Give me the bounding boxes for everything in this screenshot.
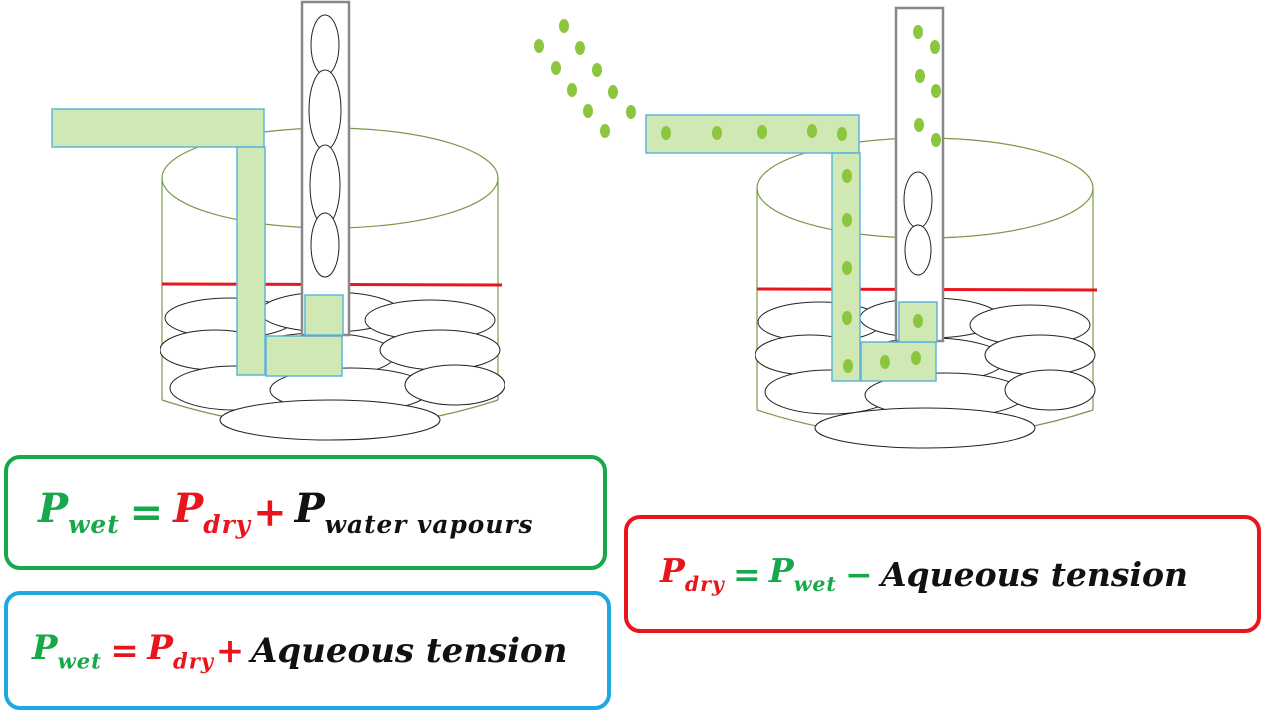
equation-box-aqueous-tension-difference: Pdry = Pwet − Aqueous tension (624, 515, 1261, 633)
plus-sign: + (215, 630, 245, 671)
equals-sign: = (129, 489, 164, 536)
right-delivery-tube (645, 114, 937, 382)
equals-sign: = (733, 554, 761, 594)
water-vapour-dots (534, 19, 941, 373)
plus-sign: + (253, 489, 287, 536)
aqueous-tension-term: Aqueous tension (880, 554, 1189, 594)
right-collection-tube (894, 6, 945, 343)
p-wet-term: Pwet (32, 627, 102, 674)
right-apparatus (534, 6, 1098, 449)
p-dry-term: Pdry (147, 627, 215, 674)
minus-sign: − (845, 554, 873, 594)
equals-sign: = (110, 630, 139, 671)
equation-box-aqueous-tension-sum: Pwet = Pdry + Aqueous tension (4, 591, 611, 710)
p-wet-term: Pwet (38, 485, 120, 540)
p-dry-term: Pdry (660, 551, 725, 597)
p-wet-term: Pwet (768, 551, 837, 597)
left-apparatus (51, 0, 505, 441)
left-collection-tube (300, 0, 351, 337)
left-delivery-tube (51, 108, 343, 377)
equation-box-water-vapours: Pwet = Pdry + Pwater vapours (4, 455, 607, 570)
p-water-vapours-term: Pwater vapours (294, 485, 534, 540)
p-dry-term: Pdry (173, 485, 252, 540)
aqueous-tension-term: Aqueous tension (251, 630, 568, 671)
